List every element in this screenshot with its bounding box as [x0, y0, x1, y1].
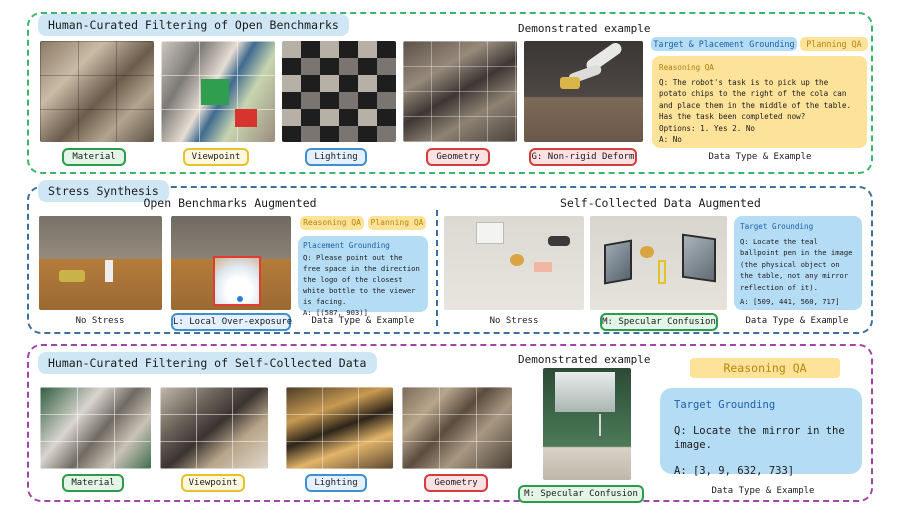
bottom-target-grounding-qa-box: Target Grounding Q: Locate the mirror in…: [660, 388, 862, 477]
tag-local-over-exposure: L: Local Over-exposure: [171, 313, 292, 331]
top-demo-label: Demonstrated example: [518, 22, 651, 35]
placement-chip-text: Placement Grounding: [698, 39, 795, 49]
tag-geometry: Geometry: [426, 148, 490, 166]
bottom-tag-viewpoint: Viewpoint: [181, 474, 245, 492]
tag-non-rigid-deform: G: Non-rigid Deform: [529, 148, 637, 166]
bottom-tag-geometry: Geometry: [424, 474, 488, 492]
bottom-lighting-photo: [286, 387, 393, 469]
lighting-photo-collage: [282, 41, 396, 142]
middle-left-data-type-label: Data Type & Example: [311, 316, 415, 326]
target-grounding-qa-box-middle: Target Grounding Q: Locate the teal ball…: [734, 216, 862, 310]
bottom-demo-label: Demonstrated example: [518, 353, 651, 366]
bottom-panel: [27, 344, 873, 502]
tag-lighting: Lighting: [305, 148, 367, 166]
middle-planning-chip: Planning QA: [368, 216, 426, 230]
bottom-data-type-label: Data Type & Example: [711, 486, 815, 496]
material-photo-collage: [40, 41, 154, 142]
local-over-exposure-photo: [171, 216, 291, 310]
no-stress-office-photo: [39, 216, 162, 310]
target-qa-question-middle: Q: Locate the teal ballpoint pen in the …: [740, 236, 853, 292]
middle-panel: [27, 186, 873, 334]
top-panel-title: Human-Curated Filtering of Open Benchmar…: [38, 14, 349, 36]
bottom-demo-bathroom-photo: [543, 368, 631, 480]
bottom-geometry-photo: [402, 387, 512, 469]
top-data-type-label: Data Type & Example: [708, 152, 812, 162]
bottom-material-photo: [40, 387, 151, 469]
bottom-qa-answer: A: [3, 9, 632, 733]: [674, 465, 795, 477]
placement-grounding-qa-box: Placement Grounding Q: Please point out …: [298, 236, 428, 317]
middle-right-data-type-label: Data Type & Example: [745, 316, 849, 326]
bottom-qa-question: Q: Locate the mirror in the image.: [674, 425, 845, 451]
bottom-target-grounding-heading: Target Grounding: [674, 399, 776, 411]
target-qa-answer-middle: A: [509, 441, 560, 717]: [740, 297, 840, 306]
reasoning-qa-heading: Reasoning QA: [659, 63, 714, 72]
bottom-viewpoint-photo: [160, 387, 268, 469]
bottom-tag-specular-confusion: M: Specular Confusion: [518, 485, 644, 503]
target-chip-text: Target &: [653, 39, 699, 49]
middle-reasoning-chip: Reasoning QA: [300, 216, 364, 230]
open-benchmarks-heading: Open Benchmarks Augmented: [143, 196, 317, 210]
bottom-panel-title: Human-Curated Filtering of Self-Collecte…: [38, 352, 377, 374]
qa-answer: A: No: [659, 135, 682, 144]
no-stress-desk-photo: [444, 216, 584, 310]
bottom-reasoning-chip: Reasoning QA: [690, 358, 840, 378]
self-collected-heading: Self-Collected Data Augmented: [560, 196, 761, 210]
geometry-photo-collage: [403, 41, 517, 142]
top-reasoning-qa-box: Reasoning QA Q: The robot's task is to p…: [652, 56, 867, 148]
bottom-tag-material: Material: [62, 474, 124, 492]
demo-robot-arm-photo: [524, 41, 643, 142]
tag-material: Material: [62, 148, 126, 166]
middle-panel-title: Stress Synthesis: [38, 180, 169, 202]
no-stress-left-label: No Stress: [75, 316, 125, 326]
planning-chip: Planning QA: [800, 37, 868, 51]
qa-question: Q: The robot's task is to pick up the po…: [659, 77, 852, 122]
top-panel: [27, 12, 873, 174]
target-grounding-heading-middle: Target Grounding: [740, 222, 814, 231]
bottom-tag-lighting: Lighting: [305, 474, 367, 492]
qa-options: Options: 1. Yes 2. No: [659, 123, 756, 133]
no-stress-right-label: No Stress: [489, 316, 539, 326]
placement-grounding-heading: Placement Grounding: [303, 241, 390, 250]
tag-viewpoint: Viewpoint: [183, 148, 249, 166]
viewpoint-photo-collage: [161, 41, 275, 142]
placement-qa-answer: A: [(587, 903)]: [303, 308, 368, 317]
target-placement-chip: Target & Placement Grounding: [651, 37, 797, 51]
placement-qa-question: Q: Please point out the free space in th…: [303, 253, 420, 306]
tag-specular-confusion-middle: M: Specular Confusion: [600, 313, 718, 331]
specular-confusion-desk-photo: [590, 216, 727, 310]
middle-divider: [436, 210, 438, 326]
